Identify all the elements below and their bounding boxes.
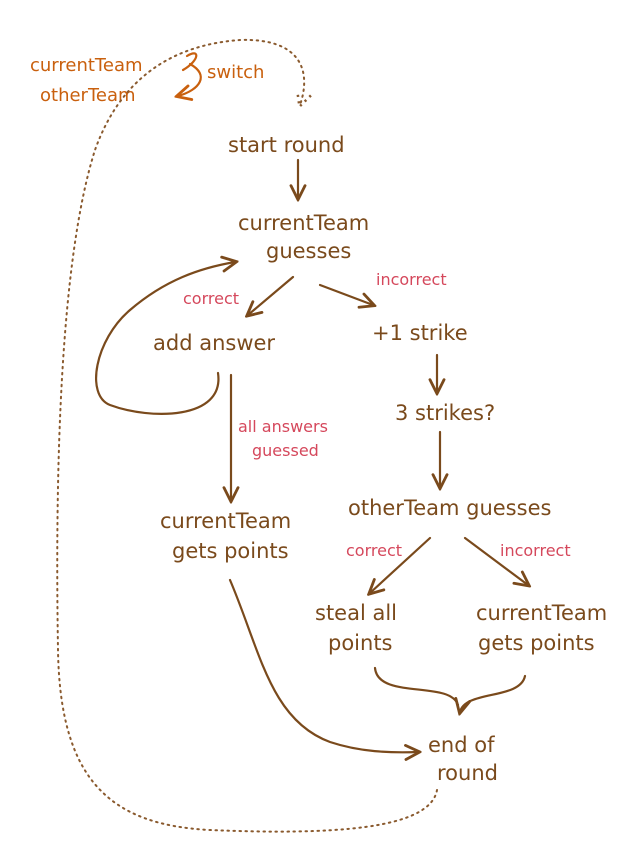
node-three-strikes: 3 strikes?	[395, 401, 495, 425]
arrow-guesses-to-strike	[318, 283, 373, 305]
edge-label-correct-2: correct	[346, 541, 402, 560]
legend-other-team: otherTeam	[40, 85, 136, 106]
edge-label-incorrect-1: incorrect	[376, 270, 447, 289]
node-current-team-gets-points-right-line2: gets points	[478, 631, 595, 655]
edge-label-correct-1: correct	[183, 289, 239, 308]
node-plus-one-strike: +1 strike	[372, 321, 468, 345]
arrow-loop-add-answer-to-guesses	[95, 262, 235, 415]
node-other-team-guesses: otherTeam guesses	[348, 496, 551, 520]
node-steal-all-points-line2: points	[328, 631, 393, 655]
node-end-of-round-line1: end of	[428, 733, 495, 757]
legend-switch-label: switch	[207, 62, 264, 83]
node-add-answer: add answer	[153, 331, 275, 355]
legend-current-team: currentTeam	[30, 55, 143, 76]
node-current-team-gets-points-line1: currentTeam	[160, 509, 291, 533]
loop-back-dotted-arrow	[56, 38, 438, 833]
arrow-other-team-to-steal	[370, 536, 432, 593]
edge-label-incorrect-2: incorrect	[500, 541, 571, 560]
arrow-guesses-to-add-answer	[248, 275, 295, 315]
node-current-team-gets-points-right-line1: currentTeam	[476, 601, 607, 625]
switch-arrow	[178, 52, 202, 96]
node-current-team-gets-points-line2: gets points	[172, 539, 289, 563]
node-start-round: start round	[228, 133, 345, 157]
arrow-other-team-to-current-points	[463, 536, 528, 585]
edge-label-all-answers-line2: guessed	[252, 441, 319, 460]
node-end-of-round-line2: round	[437, 761, 498, 785]
arrow-points-to-end-of-round	[228, 578, 418, 752]
node-current-team-guesses-line2: guesses	[266, 239, 351, 263]
edge-label-all-answers-line1: all answers	[238, 417, 328, 436]
arrow-steal-to-merge	[373, 666, 460, 707]
node-steal-all-points-line1: steal all	[315, 601, 397, 625]
node-current-team-guesses-line1: currentTeam	[238, 211, 369, 235]
arrow-current-points-to-merge	[460, 674, 527, 712]
